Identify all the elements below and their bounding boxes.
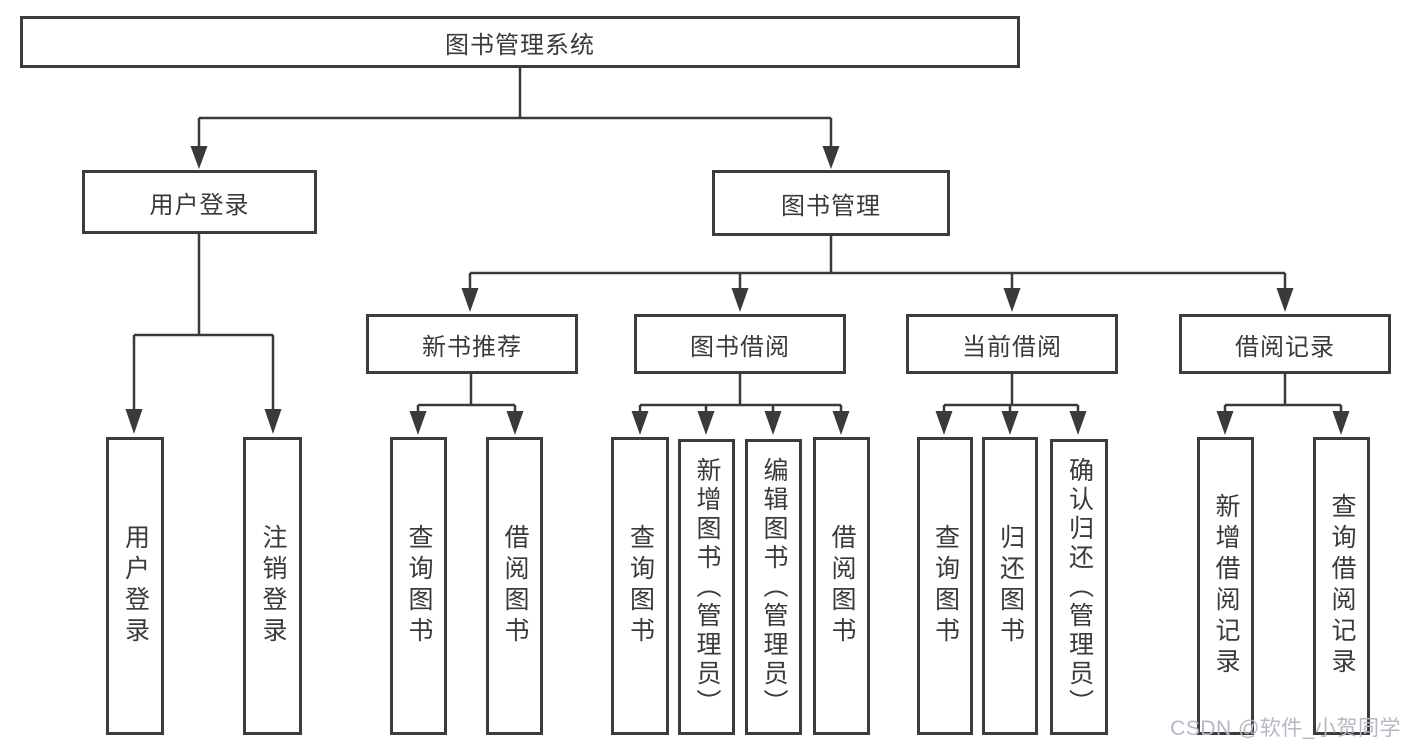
leaf-br-add-record-label: 新增借阅记录	[1212, 493, 1240, 679]
leaf-user-login: 用户登录	[106, 437, 164, 735]
connector-new-book-rec-to-leaves	[409, 374, 524, 435]
leaf-rec-borrow-book: 借阅图书	[486, 437, 543, 735]
connector-book-mgmt-to-level3	[461, 236, 1294, 312]
leaf-bb-add-book-admin-label: 新增图书（管理员）	[693, 456, 721, 718]
leaf-cb-query-book-label: 查询图书	[931, 524, 960, 648]
node-book-mgmt-label: 图书管理	[781, 192, 881, 220]
leaf-bb-borrow-book-label: 借阅图书	[828, 524, 856, 648]
node-root-system: 图书管理系统	[20, 16, 1020, 68]
connector-borrow-records-to-leaves	[1216, 374, 1350, 435]
leaf-bb-edit-book-admin: 编辑图书（管理员）	[745, 439, 802, 735]
leaf-br-query-record-label: 查询借阅记录	[1328, 493, 1356, 679]
leaf-bb-borrow-book: 借阅图书	[813, 437, 870, 735]
node-user-login: 用户登录	[82, 170, 317, 234]
leaf-br-add-record: 新增借阅记录	[1197, 437, 1254, 735]
leaf-bb-query-book-label: 查询图书	[626, 524, 655, 648]
connector-book-borrow-to-leaves	[631, 374, 850, 435]
node-user-login-label: 用户登录	[149, 191, 250, 219]
leaf-logout-label: 注销登录	[259, 524, 287, 648]
leaf-cb-query-book: 查询图书	[917, 437, 973, 735]
node-borrow-records: 借阅记录	[1179, 314, 1391, 374]
leaf-cb-confirm-return-admin: 确认归还（管理员）	[1050, 439, 1108, 735]
connector-current-borrow-to-leaves	[935, 374, 1087, 435]
node-new-book-rec-label: 新书推荐	[422, 333, 522, 361]
leaf-cb-confirm-return-admin-label: 确认归还（管理员）	[1065, 456, 1094, 718]
node-borrow-records-label: 借阅记录	[1235, 333, 1335, 361]
leaf-logout: 注销登录	[243, 437, 302, 735]
connector-root-to-level2	[190, 68, 840, 169]
leaf-rec-query-book: 查询图书	[390, 437, 447, 735]
connector-user-login-to-leaves	[125, 234, 282, 434]
leaf-bb-edit-book-admin-label: 编辑图书（管理员）	[760, 456, 788, 718]
leaf-bb-add-book-admin: 新增图书（管理员）	[678, 439, 735, 735]
node-book-borrow-label: 图书借阅	[690, 333, 790, 361]
node-new-book-rec: 新书推荐	[366, 314, 578, 374]
leaf-rec-query-book-label: 查询图书	[405, 524, 433, 648]
leaf-bb-query-book: 查询图书	[611, 437, 669, 735]
leaf-cb-return-book: 归还图书	[982, 437, 1038, 735]
node-current-borrow-label: 当前借阅	[962, 333, 1062, 361]
node-book-mgmt: 图书管理	[712, 170, 950, 236]
csdn-watermark: CSDN @软件_小贺同学	[1170, 717, 1401, 740]
node-root-label: 图书管理系统	[445, 31, 595, 59]
leaf-user-login-label: 用户登录	[121, 524, 150, 648]
leaf-br-query-record: 查询借阅记录	[1313, 437, 1370, 735]
leaf-rec-borrow-book-label: 借阅图书	[501, 524, 529, 648]
node-current-borrow: 当前借阅	[906, 314, 1118, 374]
leaf-cb-return-book-label: 归还图书	[996, 524, 1025, 648]
node-book-borrow: 图书借阅	[634, 314, 846, 374]
